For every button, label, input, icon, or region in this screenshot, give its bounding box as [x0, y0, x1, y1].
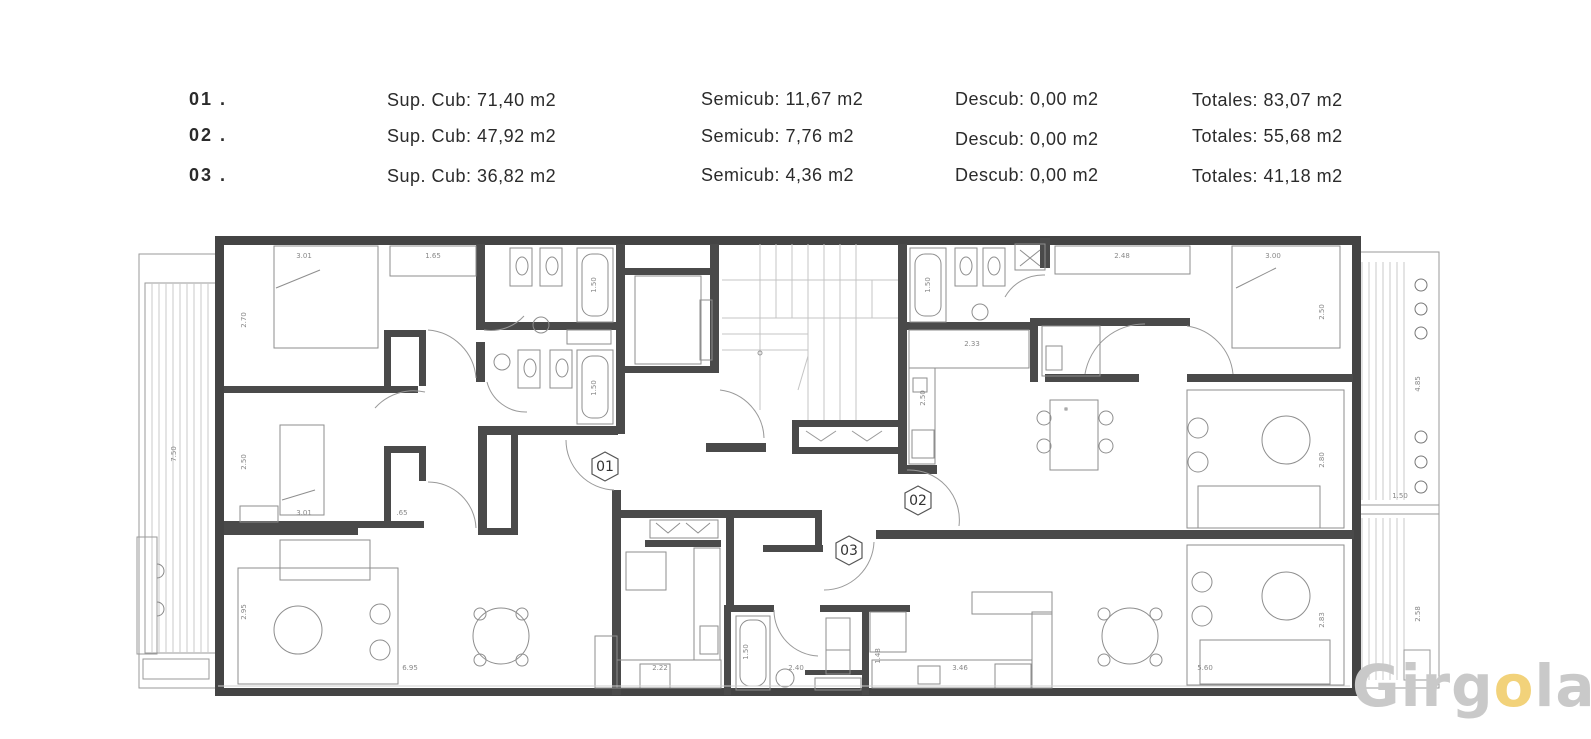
unit-label-03-text: 03 [840, 543, 858, 559]
unit-label-01-text: 01 [596, 459, 614, 475]
dim-label: 2.58 [1414, 606, 1422, 622]
dim-label: 2.83 [1318, 612, 1326, 628]
interior-walls [224, 238, 1354, 695]
dim-label: 2.33 [964, 340, 980, 348]
dim-label: 1.50 [590, 277, 598, 293]
dim-label: 3.01 [296, 509, 312, 517]
unit-02-totales: Totales: 55,68 m2 [1192, 126, 1343, 146]
dim-label: 2.50 [1318, 304, 1326, 320]
logo-suffix: la [1534, 652, 1591, 720]
dim-label: 2.50 [919, 390, 927, 406]
dim-label: 3.46 [952, 664, 968, 672]
logo-accent-letter: o [1493, 652, 1535, 720]
dim-label: 1.65 [425, 252, 441, 260]
dim-label: 1.50 [1392, 492, 1408, 500]
surfaces-table: 01 . Sup. Cub: 71,40 m2 Semicub: 11,67 m… [0, 0, 1591, 200]
unit-03-semicub: Semicub: 4,36 m2 [701, 165, 855, 185]
unit-01-totales: Totales: 83,07 m2 [1192, 90, 1343, 110]
dim-label: 5.60 [1197, 664, 1213, 672]
unit-03-descub: Descub: 0,00 m2 [955, 165, 1099, 185]
girgola-logo: Girgola [1352, 652, 1591, 720]
outer-walls [215, 236, 1361, 696]
unit-label-02-text: 02 [909, 493, 927, 509]
unit-02-sup-cub: Sup. Cub: 47,92 m2 [387, 126, 557, 146]
unit-label-02: 02 [904, 485, 932, 516]
unit-02-descub: Descub: 0,00 m2 [955, 129, 1099, 149]
dim-label: 7.50 [170, 446, 178, 462]
dimension-labels: 3.01 1.65 2.70 2.50 3.01 .65 7.50 2.95 6… [170, 252, 1422, 672]
dim-label: 2.40 [788, 664, 804, 672]
dim-label: .65 [396, 509, 407, 517]
dim-label: 2.48 [1114, 252, 1130, 260]
unit-03-id: 03 . [189, 165, 228, 185]
dim-label: 1.48 [874, 648, 882, 664]
right-balcony [1356, 251, 1440, 689]
furniture-and-fixtures [218, 243, 1350, 691]
dim-label: 4.85 [1414, 376, 1422, 392]
unit-02-id: 02 . [189, 125, 228, 145]
logo-prefix: Girg [1352, 652, 1494, 720]
dim-label: 2.50 [240, 454, 248, 470]
dim-label: 6.95 [402, 664, 418, 672]
dim-label: 1.50 [742, 644, 750, 660]
dim-label: 2.80 [1318, 452, 1326, 468]
unit-03-sup-cub: Sup. Cub: 36,82 m2 [387, 166, 557, 186]
unit-01-id: 01 . [189, 89, 228, 109]
unit-03-totales: Totales: 41,18 m2 [1192, 166, 1343, 186]
unit-02-semicub: Semicub: 7,76 m2 [701, 126, 855, 146]
dim-label: 2.95 [240, 604, 248, 620]
left-balcony [136, 253, 218, 689]
unit-label-01: 01 [591, 451, 619, 482]
unit-label-03: 03 [835, 535, 863, 566]
unit-01-sup-cub: Sup. Cub: 71,40 m2 [387, 90, 557, 110]
dim-label: 2.22 [652, 664, 668, 672]
dim-label: 2.70 [240, 312, 248, 328]
unit-01-descub: Descub: 0,00 m2 [955, 89, 1099, 109]
dim-label: 3.01 [296, 252, 312, 260]
dim-label: 1.50 [924, 277, 932, 293]
dim-label: 1.50 [590, 380, 598, 396]
unit-01-semicub: Semicub: 11,67 m2 [701, 89, 864, 109]
dim-label: 3.00 [1265, 252, 1281, 260]
